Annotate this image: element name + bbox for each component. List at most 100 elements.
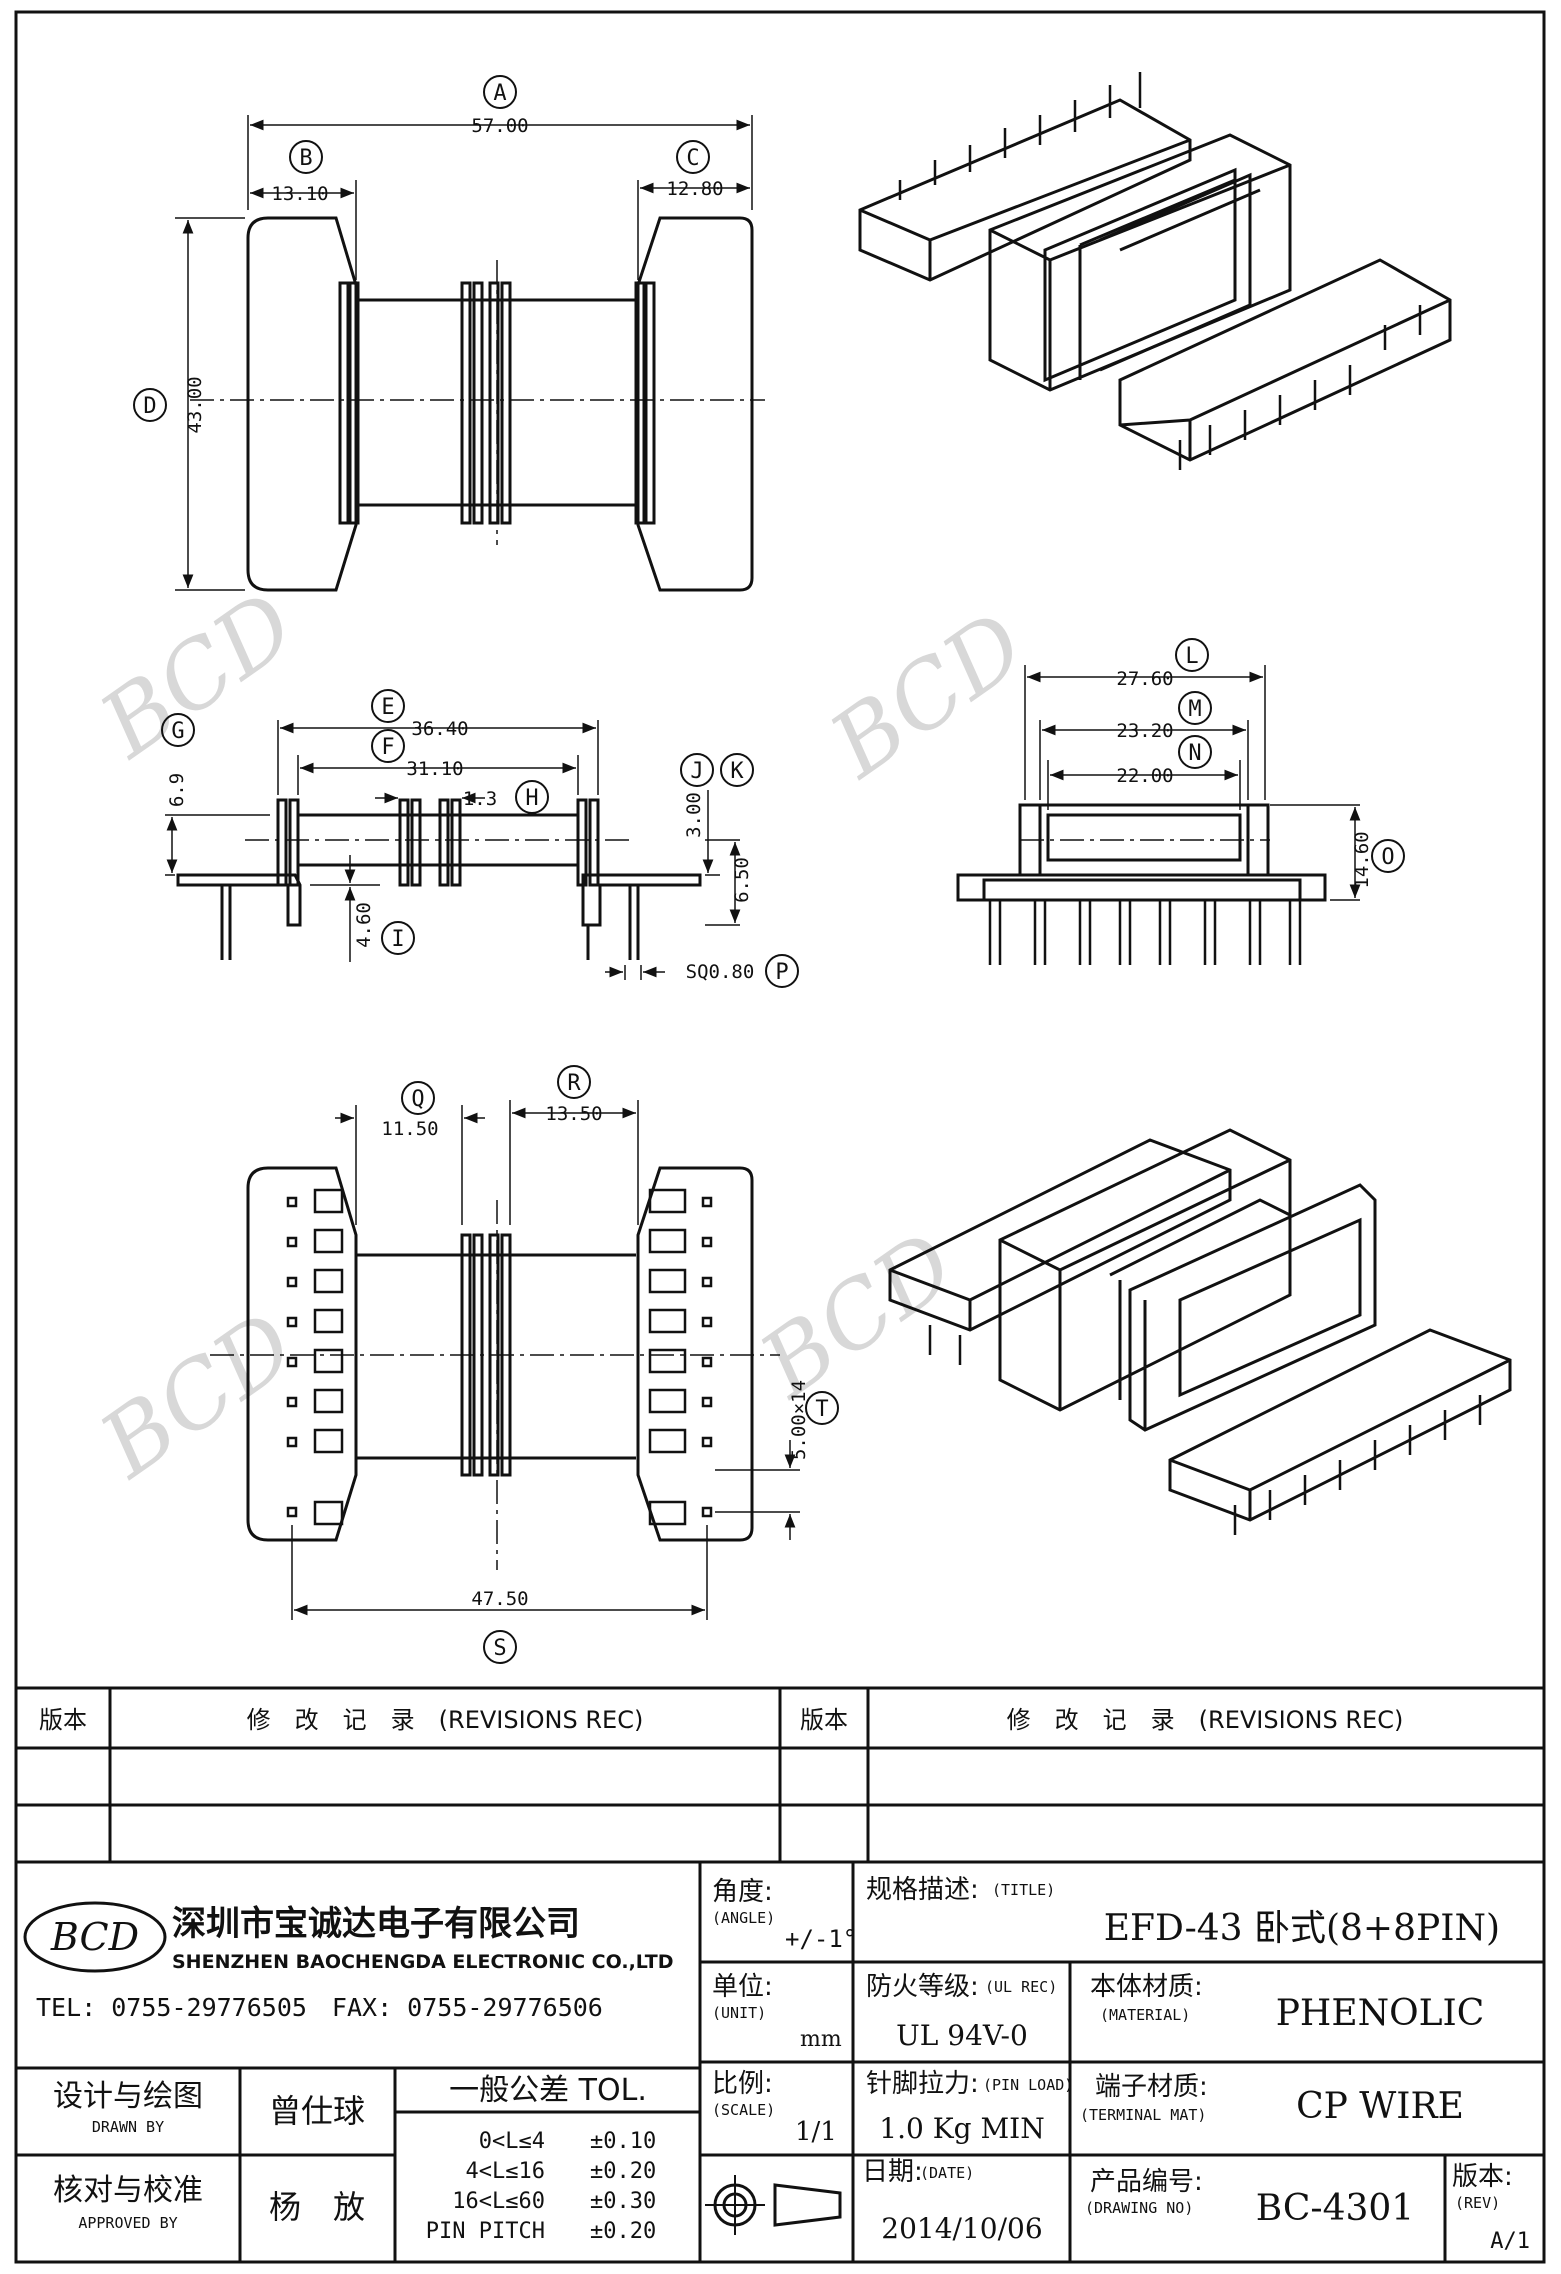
dim-G: 6.9	[166, 773, 188, 807]
dim-I: 4.60	[353, 902, 375, 948]
pins-top	[898, 72, 1422, 470]
terminal-label-en: (TERMINAL MAT)	[1080, 2106, 1206, 2124]
svg-text:N: N	[1188, 741, 1201, 766]
svg-text:M: M	[1188, 697, 1201, 722]
dim-C: 12.80	[666, 178, 723, 200]
approver-value: 杨 放	[269, 2188, 365, 2226]
tolerance-label: 一般公差 TOL.	[449, 2073, 647, 2108]
svg-text:BCD: BCD	[50, 1915, 139, 1959]
dim-M: 23.20	[1116, 720, 1173, 742]
iso-view-top	[858, 72, 1452, 470]
dim-S: 47.50	[471, 1588, 528, 1610]
svg-text:PIN PITCH: PIN PITCH	[426, 2219, 545, 2244]
rec-col-right: 修 改 记 录 (REVISIONS REC)	[1007, 1706, 1404, 1734]
rev-label: 版本:	[1452, 2162, 1513, 2192]
right-flange	[636, 216, 754, 592]
pinload-label-en: (PIN LOAD)	[983, 2076, 1073, 2094]
pins-front	[988, 900, 1302, 965]
pad-left	[286, 1188, 344, 1526]
sheet-border	[14, 10, 1546, 2264]
svg-text:K: K	[730, 759, 744, 784]
title-label-en: (TITLE)	[992, 1881, 1055, 1899]
front-view-labels: L 27.60 M 23.20 N 22.00 14.60 O	[1116, 638, 1405, 889]
bottom-view-labels: Q 11.50 R 13.50 47.50 S 5.00×14 T	[381, 1065, 839, 1664]
svg-text:I: I	[391, 927, 404, 952]
front-view	[956, 665, 1361, 965]
dim-Q: 11.50	[381, 1118, 438, 1140]
angle-label: 角度:	[712, 1877, 773, 1907]
dim-P: SQ0.80	[686, 961, 755, 983]
svg-text:D: D	[143, 394, 156, 419]
top-view	[175, 115, 765, 592]
approver-label-en: APPROVED BY	[78, 2214, 177, 2232]
ul-label-en: (UL REC)	[985, 1978, 1057, 1996]
dim-L: 27.60	[1116, 668, 1173, 690]
svg-text:L: L	[1185, 644, 1198, 669]
revision-table	[16, 1686, 1544, 1864]
designer-label-en: DRAWN BY	[92, 2118, 164, 2136]
svg-text:F: F	[381, 735, 394, 760]
svg-text:J: J	[690, 759, 703, 784]
date-label: 日期:	[862, 2157, 923, 2187]
svg-text:H: H	[525, 786, 538, 811]
terminal-label: 端子材质:	[1095, 2072, 1208, 2102]
company-name-en: SHENZHEN BAOCHENGDA ELECTRONIC CO.,LTD	[172, 1951, 673, 1973]
ul-label: 防火等级:	[866, 1972, 979, 2002]
company-logo: BCD	[23, 1901, 167, 1973]
date-value: 2014/10/06	[881, 2212, 1042, 2245]
title-block-grid	[16, 1862, 1544, 2262]
unit-label: 单位:	[712, 1972, 773, 2002]
rev-label-en: (REV)	[1455, 2194, 1500, 2212]
svg-text:T: T	[815, 1397, 828, 1422]
tolerance-table: 0<L≤4 ±0.10 4<L≤16 ±0.20 16<L≤60 ±0.30 P…	[426, 2129, 656, 2244]
side-view-labels: E 36.40 F 31.10 G 6.9 1.3 H 4.60 I J K 3…	[161, 689, 799, 988]
projection-symbol	[705, 2175, 842, 2235]
company-tel-fax: TEL: 0755-29776505 FAX: 0755-29776506	[36, 1993, 603, 2022]
dim-K: 6.50	[731, 857, 753, 903]
svg-text:16<L≤60: 16<L≤60	[452, 2189, 545, 2214]
svg-text:A: A	[493, 81, 506, 106]
scale-label-en: (SCALE)	[712, 2101, 775, 2119]
dim-J: 3.00	[683, 792, 705, 838]
terminal-value: CP WIRE	[1296, 2086, 1464, 2127]
title-label: 规格描述:	[866, 1875, 979, 1905]
approver-label: 核对与校准	[53, 2173, 203, 2208]
svg-text:P: P	[775, 960, 788, 985]
svg-text:G: G	[171, 719, 184, 744]
dim-D: 43.00	[184, 376, 206, 433]
dim-H: 1.3	[463, 788, 497, 810]
rev-value: A/1	[1490, 2229, 1530, 2254]
svg-text:O: O	[1381, 845, 1394, 870]
side-view	[165, 720, 741, 980]
svg-text:4<L≤16: 4<L≤16	[466, 2159, 545, 2184]
svg-text:R: R	[567, 1071, 581, 1096]
svg-text:B: B	[299, 146, 312, 171]
top-view-labels: A 57.00 B 13.10 C 12.80 D 43.00	[133, 75, 724, 434]
rec-col-left: 修 改 记 录 (REVISIONS REC)	[247, 1706, 644, 1734]
unit-label-en: (UNIT)	[712, 2004, 766, 2022]
svg-text:0<L≤4: 0<L≤4	[479, 2129, 545, 2154]
svg-text:±0.10: ±0.10	[590, 2129, 656, 2154]
unit-value: mm	[800, 2027, 842, 2052]
svg-text:BCD: BCD	[81, 1292, 314, 1499]
date-label-en: (DATE)	[920, 2164, 974, 2182]
svg-text:BCD: BCD	[741, 1212, 974, 1419]
dim-F: 31.10	[406, 758, 463, 780]
pinload-label: 针脚拉力:	[866, 2069, 979, 2099]
company-name-cn: 深圳市宝诚达电子有限公司	[172, 1904, 580, 1944]
rev-col-right: 版本	[800, 1706, 848, 1734]
scale-label: 比例:	[712, 2069, 773, 2099]
dim-A: 57.00	[471, 115, 528, 137]
dim-B: 13.10	[271, 183, 328, 205]
designer-label: 设计与绘图	[53, 2079, 203, 2114]
svg-text:S: S	[493, 1636, 506, 1661]
material-label-en: (MATERIAL)	[1100, 2006, 1190, 2024]
scale-value: 1/1	[795, 2117, 837, 2147]
pins-iso-bottom	[928, 1325, 1482, 1535]
designer-value: 曾仕球	[269, 2092, 365, 2130]
dim-N: 22.00	[1116, 765, 1173, 787]
svg-text:±0.20: ±0.20	[590, 2219, 656, 2244]
drawing-label: 产品编号:	[1090, 2167, 1203, 2197]
svg-text:E: E	[381, 695, 394, 720]
